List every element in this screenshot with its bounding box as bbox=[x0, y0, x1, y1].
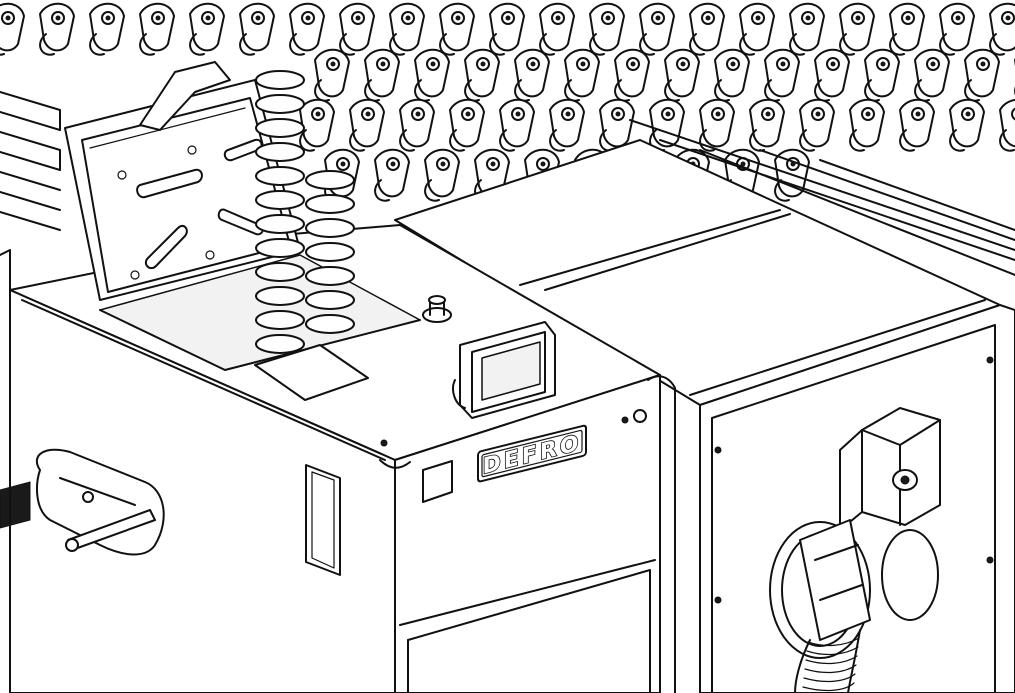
spring-coil bbox=[255, 94, 305, 114]
hose-rib bbox=[803, 673, 856, 683]
chain-link bbox=[299, 98, 335, 152]
spring-coil bbox=[305, 242, 355, 262]
chain-link bbox=[899, 98, 935, 152]
chain-link bbox=[689, 2, 725, 56]
spring-coil bbox=[255, 118, 305, 138]
spring-coil bbox=[305, 194, 355, 214]
spring-coil bbox=[305, 290, 355, 310]
chain-link bbox=[799, 98, 835, 152]
chain-link bbox=[239, 2, 275, 56]
chain-link bbox=[89, 2, 125, 56]
chain-link bbox=[749, 98, 785, 152]
chain-link bbox=[939, 2, 975, 56]
chain-link bbox=[539, 2, 575, 56]
chain-link bbox=[639, 2, 675, 56]
chain-link bbox=[739, 2, 775, 56]
chain-link bbox=[139, 2, 175, 56]
spring-coil bbox=[255, 286, 305, 306]
spring-coil bbox=[305, 314, 355, 334]
control-panel-icon bbox=[452, 321, 556, 419]
chain-link bbox=[364, 48, 400, 102]
chain-link bbox=[849, 98, 885, 152]
chain-link bbox=[39, 2, 75, 56]
chain-link bbox=[514, 48, 550, 102]
chain-link bbox=[489, 2, 525, 56]
chain-link bbox=[789, 2, 825, 56]
chain-link bbox=[714, 48, 750, 102]
chain-link bbox=[439, 2, 475, 56]
chain-link bbox=[314, 48, 350, 102]
chain-link bbox=[589, 2, 625, 56]
spring-coil bbox=[255, 142, 305, 162]
hose-rib bbox=[806, 646, 859, 656]
chain-link bbox=[374, 148, 410, 202]
spring-coil bbox=[255, 334, 305, 354]
spring-coil bbox=[255, 310, 305, 330]
chain-link bbox=[664, 48, 700, 102]
chain-link bbox=[399, 98, 435, 152]
hose-rib bbox=[805, 655, 858, 665]
chain-link bbox=[989, 2, 1015, 56]
chain-link bbox=[999, 99, 1015, 152]
chain-link bbox=[339, 2, 375, 56]
chain-link bbox=[549, 98, 585, 152]
chain-link bbox=[349, 98, 385, 152]
spring-coil bbox=[255, 238, 305, 258]
spring-coil bbox=[255, 262, 305, 282]
spring-coil-icon bbox=[255, 70, 355, 354]
chain-link bbox=[764, 48, 800, 102]
hose-rib bbox=[802, 682, 855, 692]
chain-link bbox=[189, 2, 225, 56]
spring-coil bbox=[255, 190, 305, 210]
fan-assembly-icon bbox=[769, 407, 941, 693]
chain-link bbox=[0, 2, 25, 56]
spring-coil bbox=[305, 170, 355, 190]
spring-coil bbox=[305, 218, 355, 238]
chain-link bbox=[414, 48, 450, 102]
chain-link bbox=[964, 48, 1000, 102]
chain-link bbox=[464, 48, 500, 102]
background-rails bbox=[0, 91, 1015, 276]
chain-link bbox=[499, 98, 535, 152]
spring-coil bbox=[255, 70, 305, 90]
chain-link bbox=[864, 48, 900, 102]
chain-link bbox=[699, 98, 735, 152]
chain-link bbox=[614, 48, 650, 102]
chain-link bbox=[889, 2, 925, 56]
chain-link bbox=[914, 48, 950, 102]
spring-coil bbox=[255, 166, 305, 186]
chain-link bbox=[774, 148, 810, 202]
chain-link bbox=[449, 98, 485, 152]
chain-link bbox=[424, 148, 460, 202]
spring-coil bbox=[305, 266, 355, 286]
chain-link bbox=[839, 2, 875, 56]
cleaning-port bbox=[0, 448, 165, 556]
chain-link bbox=[949, 98, 985, 152]
hose-ribs bbox=[802, 637, 860, 692]
top-cap bbox=[422, 295, 452, 323]
chain-link bbox=[564, 48, 600, 102]
spring-coil bbox=[255, 214, 305, 234]
hose-rib bbox=[804, 664, 857, 674]
hose-rib bbox=[807, 637, 860, 647]
chain-link bbox=[389, 2, 425, 56]
chain-link bbox=[289, 2, 325, 56]
chain-link bbox=[814, 48, 850, 102]
knob-icon bbox=[633, 409, 647, 423]
